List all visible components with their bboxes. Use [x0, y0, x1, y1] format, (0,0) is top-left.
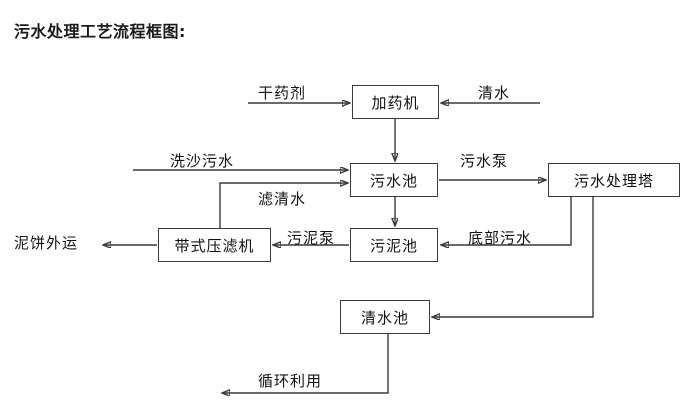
node-belt-filter-press[interactable]: 带式压滤机 [158, 228, 271, 262]
node-wastewater-pool[interactable]: 污水池 [350, 163, 438, 197]
node-wastewater-pool-label: 污水池 [369, 171, 418, 190]
node-treatment-tower-label: 污水处理塔 [573, 171, 654, 190]
node-treatment-tower[interactable]: 污水处理塔 [548, 163, 680, 197]
node-sludge-pool[interactable]: 污泥池 [350, 228, 438, 262]
node-belt-filter-press-label: 带式压滤机 [174, 236, 255, 255]
node-clear-water-pool[interactable]: 清水池 [340, 300, 430, 334]
edge-label-dry-chemical: 干药剂 [258, 84, 307, 102]
edge-label-clean-water: 清水 [478, 84, 511, 102]
edge-label-recycle-reuse: 循环利用 [258, 372, 323, 390]
edge-label-sewage-pump: 污水泵 [460, 152, 509, 170]
wire-clear-water-pool-recycle [222, 334, 389, 393]
node-dosing-machine[interactable]: 加药机 [352, 85, 439, 119]
wire-filtered-water-to-wastewater-pool [219, 183, 348, 228]
node-sludge-pool-label: 污泥池 [369, 236, 418, 255]
edge-label-sludge-pump: 污泥泵 [287, 229, 336, 247]
node-clear-water-pool-label: 清水池 [360, 308, 409, 327]
terminal-label-mud-cake-out: 泥饼外运 [14, 234, 79, 252]
page-title: 污水处理工艺流程框图: [14, 22, 186, 41]
edge-label-filtered-water: 滤清水 [258, 190, 307, 208]
edge-label-sand-wash-sewage: 洗沙污水 [170, 152, 235, 170]
wire-tower-to-clear-water-pool [432, 197, 594, 317]
edge-label-bottom-sewage: 底部污水 [468, 229, 533, 247]
wire-bottom-sewage-to-sludge-pool [441, 197, 572, 245]
node-dosing-machine-label: 加药机 [371, 93, 420, 112]
